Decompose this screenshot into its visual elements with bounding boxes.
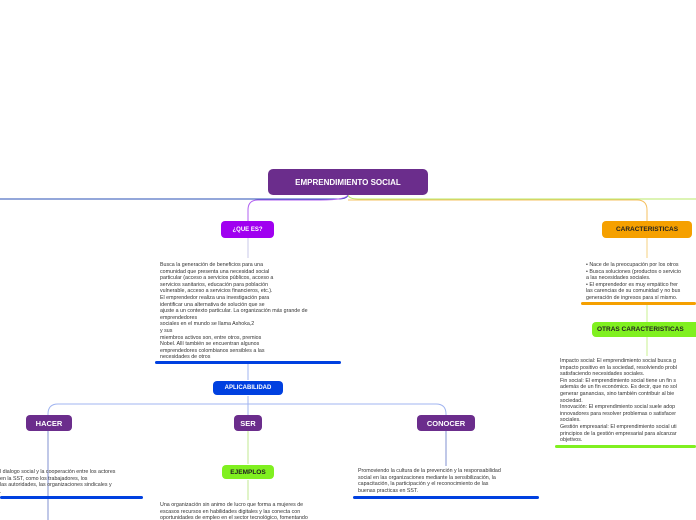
hacer-text: l dialogo social y la cooperación entre … [0, 469, 116, 495]
conocer-text: Promoviendo la cultura de la prevención … [358, 468, 501, 494]
otras-caracteristicas-label: OTRAS CARACTERISTICAS [597, 326, 684, 333]
hacer-node[interactable]: HACER [26, 415, 72, 431]
conocer-node[interactable]: CONOCER [417, 415, 475, 431]
aplicabilidad-label: APLICABILIDAD [224, 385, 272, 391]
conocer-underline [353, 496, 539, 499]
otras-caracteristicas-underline [555, 445, 696, 448]
hacer-underline [0, 496, 143, 499]
link-root-quees [247, 193, 349, 221]
link-root-caract [348, 199, 648, 221]
ejemplos-text: Una organización sin animo de lucro que … [160, 502, 308, 520]
otras-caracteristicas-text: Impacto social: El emprendimiento social… [560, 358, 677, 444]
que-es-label: ¿QUE ES? [232, 226, 263, 233]
ser-label: SER [240, 418, 256, 428]
root-node[interactable]: EMPRENDIMIENTO SOCIAL [268, 169, 428, 195]
otras-caracteristicas-node[interactable]: OTRAS CARACTERISTICAS [592, 322, 696, 337]
ser-node[interactable]: SER [234, 415, 262, 431]
hacer-label: HACER [35, 418, 63, 428]
caracteristicas-node[interactable]: CARACTERISTICAS [602, 221, 692, 238]
ejemplos-label: EJEMPLOS [230, 468, 266, 476]
link-aplic-branches [47, 396, 447, 415]
ejemplos-node[interactable]: EJEMPLOS [222, 465, 274, 479]
conocer-label: CONOCER [426, 418, 466, 428]
root-label: EMPRENDIMIENTO SOCIAL [295, 177, 401, 187]
que-es-underline [155, 361, 341, 364]
aplicabilidad-node[interactable]: APLICABILIDAD [213, 381, 283, 395]
que-es-node[interactable]: ¿QUE ES? [221, 221, 274, 238]
caracteristicas-text: • Nace de la preocupación por los otros … [586, 262, 681, 301]
que-es-text: Busca la generación de beneficios para u… [160, 262, 308, 361]
caracteristicas-label: CARACTERISTICAS [615, 226, 679, 233]
caracteristicas-underline [581, 302, 696, 305]
